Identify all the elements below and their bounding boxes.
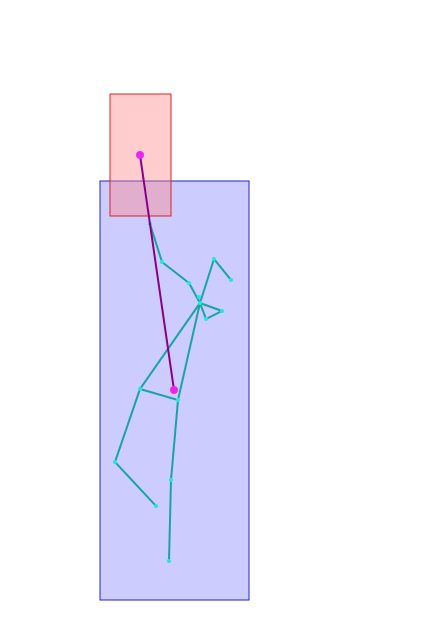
skeleton-joint-rwrist [212,257,216,261]
skeleton-joint-rshoulder [160,260,164,264]
skeleton-joint-rknee [169,478,173,482]
skeleton-bone-chest-rwrist [199,258,215,304]
skeleton-bone-chest-lhip [139,302,201,390]
skeleton-joint-lknee [113,460,117,464]
skeleton-bone-rwrist-rhand [213,258,232,281]
skeleton-joint-lelbow [204,317,208,321]
head-center-point [136,151,144,159]
skeleton-bone-lwrist-chest [199,302,223,312]
skeleton-joint-rankle [167,559,171,563]
skeleton-bone-relbow-chest [188,282,201,304]
skeleton-bone-lelbow-lwrist [205,310,223,320]
skeleton-bone-chest-lelbow [199,302,207,320]
skeleton-joint-chest [198,301,202,305]
skeleton-joint-lankle [154,504,158,508]
head-body-link [136,151,178,394]
skeleton-bone-chest-hip [177,302,201,401]
skeleton-joint-lhip [138,387,142,391]
skeleton-bone-rknee-rankle [168,479,172,562]
skeleton-bone-lhip-lknee [114,388,141,463]
pose-skeleton [113,222,233,563]
skeleton-bone-lhip-hip [139,388,179,401]
skeleton-joint-hip [176,398,180,402]
head-body-link-line [139,154,175,391]
skeleton-bone-neck-rshoulder [149,223,163,263]
body-center-point [170,386,178,394]
skeleton-bone-hip-rknee [170,399,179,481]
skeleton-joint-lwrist [220,309,224,313]
skeleton-bone-rshoulder-relbow [161,261,190,284]
skeleton-joint-rhand [229,278,233,282]
skeleton-joint-lshoulder [197,295,201,299]
skeleton-bone-lknee-lankle [114,461,157,507]
skeleton-joint-relbow [187,281,191,285]
